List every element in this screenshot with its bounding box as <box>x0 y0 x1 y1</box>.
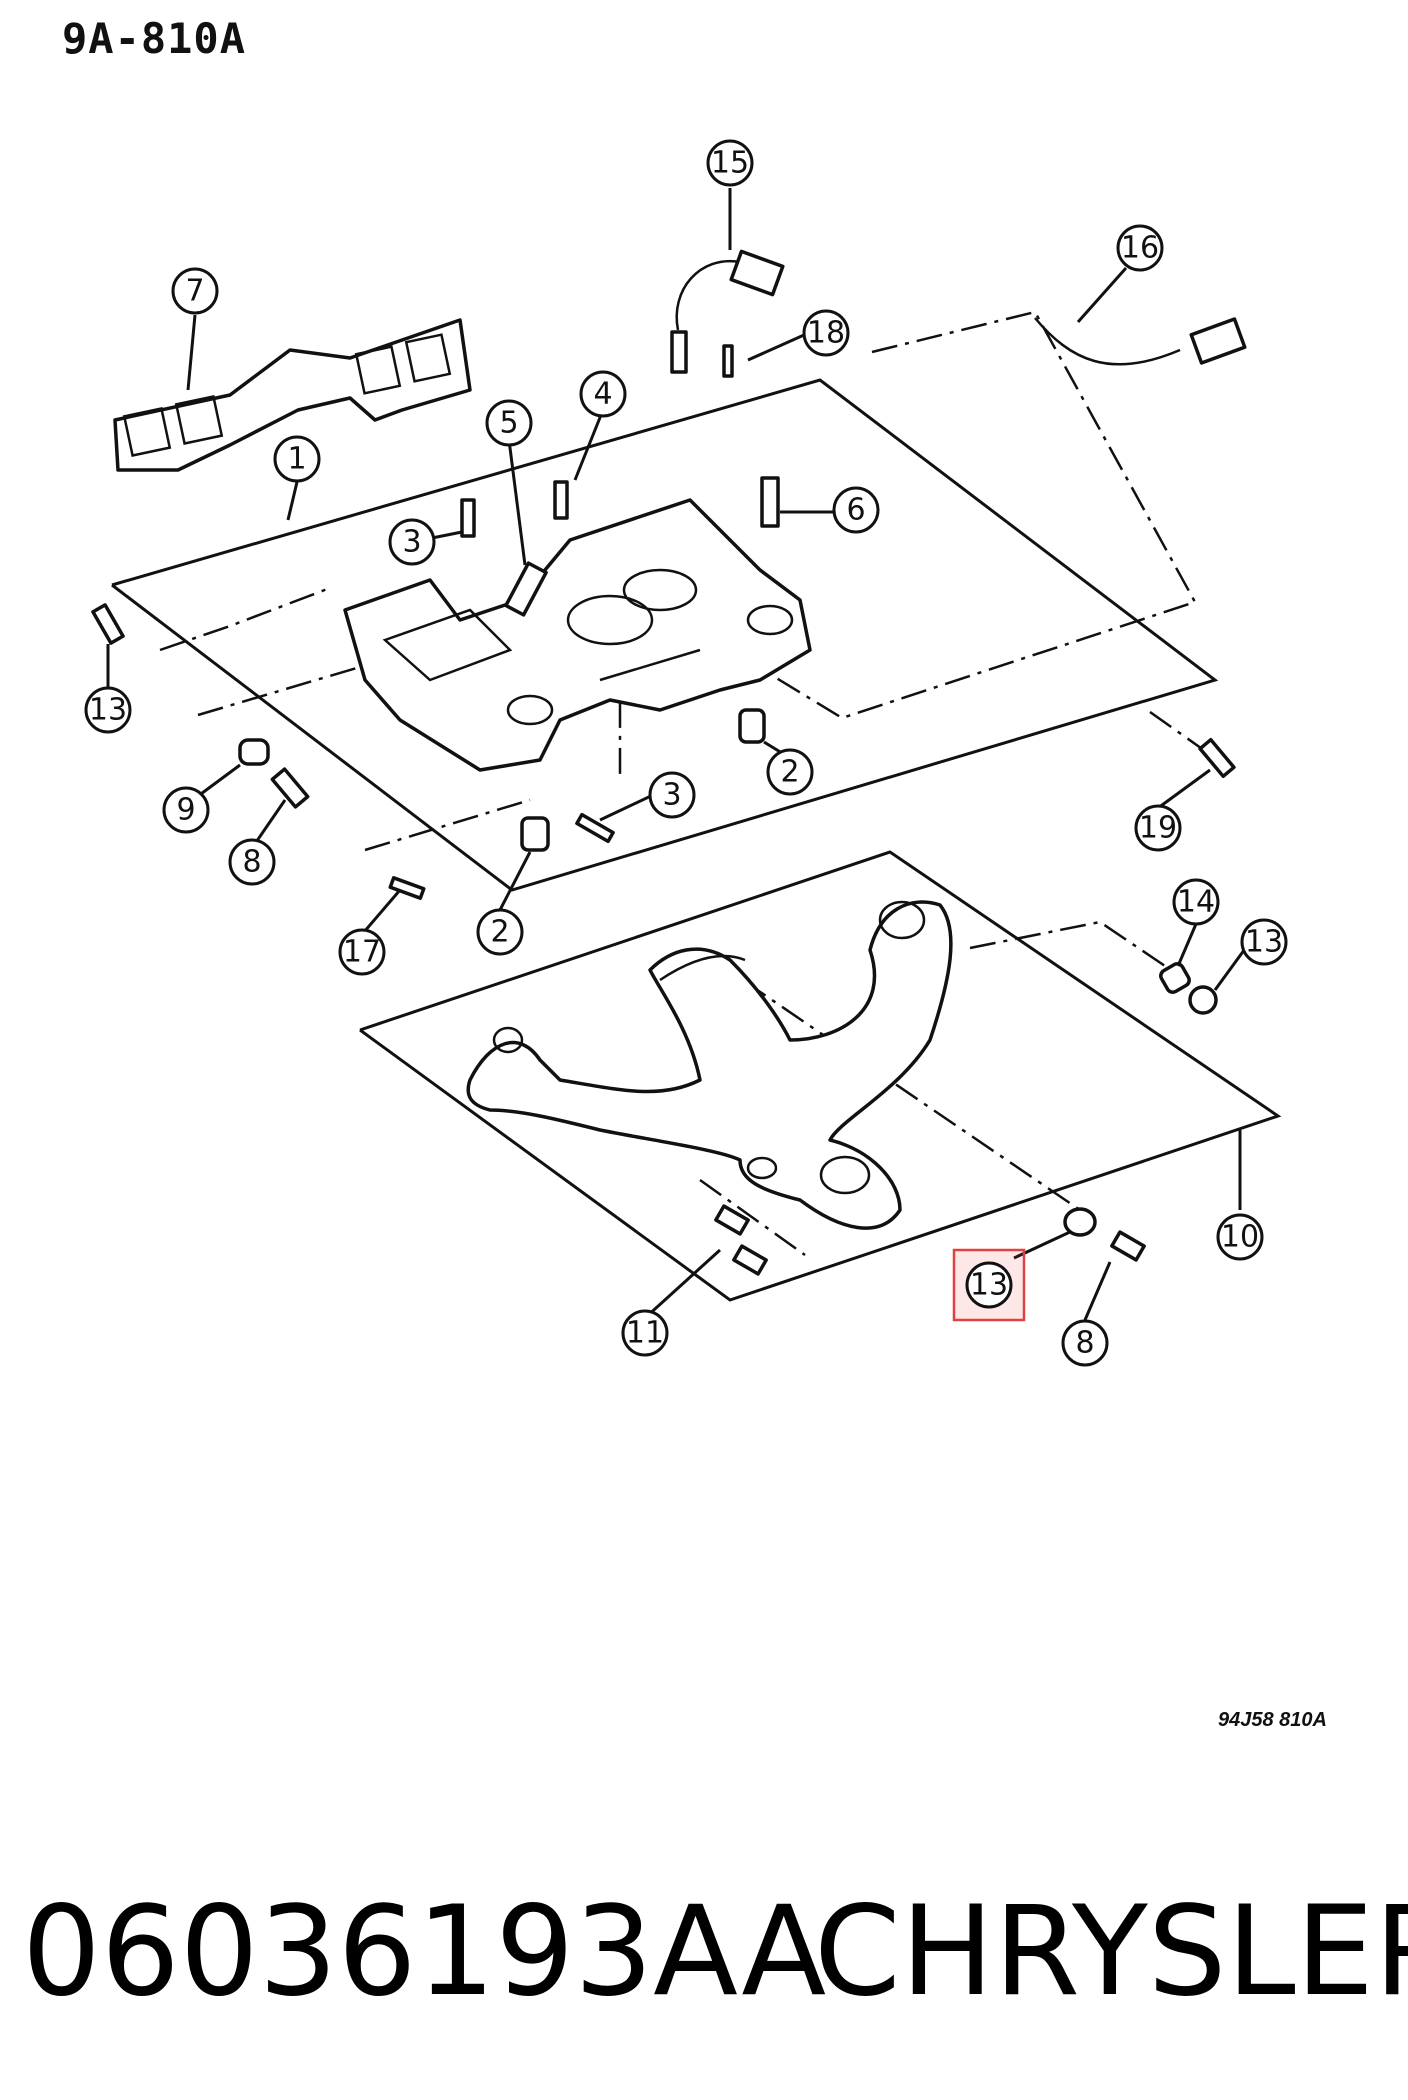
callout-12: 13 <box>1240 918 1288 966</box>
callout-4: 4 <box>579 370 627 418</box>
lower-fasteners <box>714 962 1218 1276</box>
make-label: CHRYSLER <box>814 1880 1408 2024</box>
callout-7: 7 <box>171 267 219 315</box>
callout-8-upper: 8 <box>228 838 276 886</box>
svg-text:2: 2 <box>780 755 799 790</box>
svg-text:14: 14 <box>1177 885 1215 920</box>
svg-text:15: 15 <box>711 146 749 181</box>
svg-text:8: 8 <box>1075 1326 1094 1361</box>
svg-text:4: 4 <box>593 377 612 412</box>
svg-text:19: 19 <box>1139 811 1177 846</box>
svg-text:13: 13 <box>1245 925 1283 960</box>
callout-8-lower: 8 <box>1061 1319 1109 1367</box>
callout-13-upper: 13 <box>84 686 132 734</box>
svg-text:11: 11 <box>626 1316 664 1351</box>
exploded-parts-diagram: 15 16 18 7 1 3 5 4 6 13 9 8 17 2 2 3 19 … <box>84 139 1288 1367</box>
callout-10: 10 <box>1216 1213 1264 1261</box>
callout-18: 18 <box>802 309 850 357</box>
svg-text:9: 9 <box>176 793 195 828</box>
exhaust-plane-outline <box>359 850 1282 1302</box>
exhaust-manifold <box>466 900 953 1230</box>
svg-text:3: 3 <box>662 778 681 813</box>
svg-text:10: 10 <box>1221 1220 1259 1255</box>
callout-17: 17 <box>338 928 386 976</box>
footer: 06036193AA CHRYSLER <box>22 1880 1408 2024</box>
callout-5: 5 <box>485 399 533 447</box>
callout-19: 19 <box>1134 804 1182 852</box>
callout-2-right: 2 <box>766 748 814 796</box>
svg-text:16: 16 <box>1121 231 1159 266</box>
callout-3-upper: 3 <box>388 518 436 566</box>
callout-1: 1 <box>273 435 321 483</box>
callout-15: 15 <box>706 139 754 187</box>
drawing-reference-code: 94J58 810A <box>1218 1709 1327 1731</box>
svg-text:1: 1 <box>287 442 306 477</box>
svg-text:8: 8 <box>242 845 261 880</box>
callout-3-lower: 3 <box>648 771 696 819</box>
intake-manifold <box>343 498 812 772</box>
callout-11: 11 <box>621 1309 669 1357</box>
callout-13-highlighted[interactable]: 13 <box>965 1261 1013 1309</box>
part-number: 06036193AA <box>22 1880 827 2024</box>
intake-plane-outline <box>111 310 1219 892</box>
callout-14: 14 <box>1172 878 1220 926</box>
svg-text:13: 13 <box>970 1268 1008 1303</box>
svg-text:13: 13 <box>89 693 127 728</box>
svg-text:2: 2 <box>490 915 509 950</box>
intake-gasket <box>113 318 472 472</box>
svg-text:18: 18 <box>807 316 845 351</box>
callout-9: 9 <box>162 786 210 834</box>
callout-2-left: 2 <box>476 908 524 956</box>
callout-16: 16 <box>1116 224 1164 272</box>
diagram-id-label: 9A-810A <box>62 14 247 63</box>
svg-text:5: 5 <box>499 406 518 441</box>
callout-6: 6 <box>832 486 880 534</box>
svg-text:7: 7 <box>185 274 204 309</box>
upper-fasteners <box>91 249 1247 900</box>
svg-text:6: 6 <box>846 493 865 528</box>
svg-text:17: 17 <box>343 935 381 970</box>
svg-text:3: 3 <box>402 525 421 560</box>
